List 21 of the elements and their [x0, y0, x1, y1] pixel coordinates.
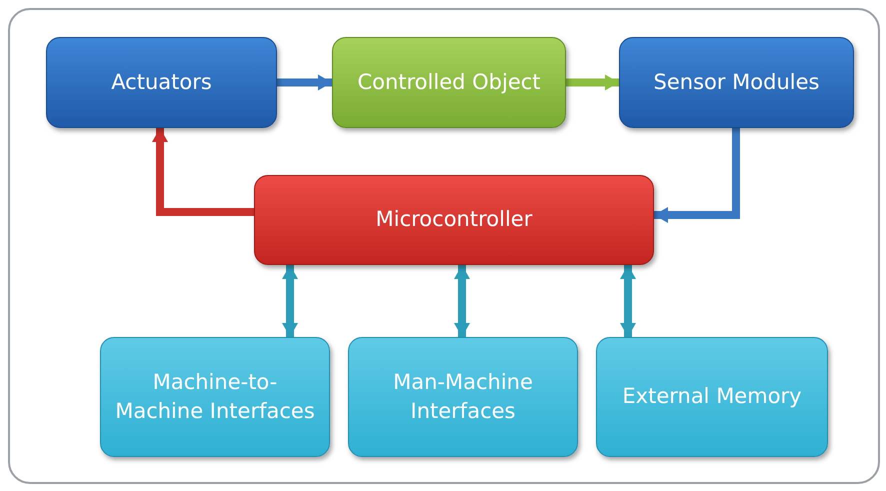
box-label: External Memory — [622, 383, 802, 410]
arrow — [654, 128, 740, 223]
process-box — [596, 337, 828, 457]
box-label: Controlled Object — [357, 68, 541, 96]
arrow — [282, 265, 298, 337]
arrow — [454, 265, 470, 337]
arrow — [620, 265, 636, 337]
box-label: Man-Machine Interfaces — [392, 368, 534, 425]
process-box — [348, 337, 578, 457]
process-box — [332, 37, 566, 128]
process-box — [46, 37, 277, 128]
process-box — [254, 175, 654, 265]
process-box — [100, 337, 330, 457]
arrow — [152, 128, 254, 216]
process-box — [619, 37, 854, 128]
box-label: Microcontroller — [376, 206, 532, 234]
box-label: Machine-to-Machine Interfaces — [114, 368, 316, 425]
arrow — [566, 74, 619, 90]
box-label: Sensor Modules — [654, 68, 820, 96]
arrow — [277, 74, 332, 90]
box-label: Actuators — [111, 68, 212, 96]
